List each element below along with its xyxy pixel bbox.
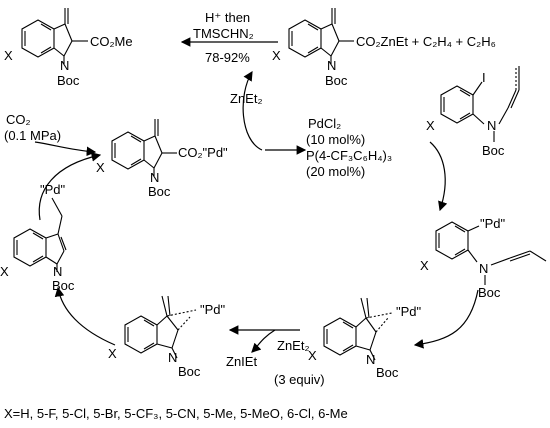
bottom-right-n: N bbox=[366, 352, 375, 367]
cycle-arrow-right bbox=[429, 141, 448, 212]
bottom-right-pd: "Pd" bbox=[396, 304, 422, 319]
bottom-left-boc: Boc bbox=[178, 364, 201, 379]
left-mid-n: N bbox=[53, 264, 62, 279]
sm-n: N bbox=[487, 118, 496, 133]
catalyst-line2: (10 mol%) bbox=[306, 132, 365, 147]
znet2-arrow bbox=[242, 70, 263, 151]
top-right-boc: Boc bbox=[325, 73, 348, 88]
right-mid-boc: Boc bbox=[478, 285, 501, 300]
top-left-n: N bbox=[60, 58, 69, 73]
center-x: X bbox=[96, 160, 105, 175]
bottom-arrow-reagent: ZnEt₂ bbox=[277, 338, 310, 353]
bottom-right-x: X bbox=[308, 348, 317, 363]
top-right-x: X bbox=[272, 48, 281, 63]
right-mid-n: N bbox=[479, 261, 488, 276]
co2-line2: (0.1 MPa) bbox=[4, 128, 61, 143]
cycle-arrow-bottom-right bbox=[413, 289, 479, 349]
znet2-label: ZnEt₂ bbox=[230, 91, 263, 106]
top-left-substituent: CO₂Me bbox=[90, 34, 133, 49]
bottom-left-x: X bbox=[108, 346, 117, 361]
left-mid-boc: Boc bbox=[52, 278, 75, 293]
bottom-left-pd: "Pd" bbox=[200, 302, 226, 317]
top-right-structure bbox=[288, 8, 354, 64]
bottom-arrow-byproduct: ZnIEt bbox=[226, 354, 257, 369]
top-right-n: N bbox=[327, 58, 336, 73]
cycle-arrow-bottom-left bbox=[54, 286, 116, 346]
top-left-x: X bbox=[4, 48, 13, 63]
bottom-arrow-equiv: (3 equiv) bbox=[274, 372, 325, 387]
cycle-arrow-left bbox=[38, 152, 102, 221]
starting-material-structure bbox=[440, 66, 520, 142]
footnote: X=H, 5-F, 5-Cl, 5-Br, 5-CF₃, 5-CN, 5-Me,… bbox=[4, 406, 348, 421]
sm-x: X bbox=[426, 118, 435, 133]
znilet-arrow bbox=[251, 329, 276, 353]
left-mid-pd: "Pd" bbox=[40, 182, 66, 197]
sm-iodo: I bbox=[482, 70, 486, 85]
right-mid-pd: "Pd" bbox=[480, 216, 506, 231]
top-right-substituent: CO₂ZnEt + C₂H₄ + C₂H₆ bbox=[356, 34, 496, 49]
co2-line1: CO₂ bbox=[6, 112, 31, 127]
catalyst-line3: P(4-CF₃C₆H₄)₃ bbox=[306, 148, 392, 163]
catalyst-line4: (20 mol%) bbox=[306, 164, 365, 179]
bottom-right-boc: Boc bbox=[376, 365, 399, 380]
sm-boc: Boc bbox=[482, 143, 505, 158]
bottom-left-n: N bbox=[168, 350, 177, 365]
top-arrow-line1: H⁺ then bbox=[205, 10, 250, 25]
catalyst-line1: PdCl₂ bbox=[308, 116, 341, 131]
right-mid-structure bbox=[435, 221, 547, 285]
right-mid-x: X bbox=[420, 258, 429, 273]
center-substituent: CO₂"Pd" bbox=[178, 145, 228, 160]
top-arrow-yield: 78-92% bbox=[205, 50, 250, 65]
top-left-structure bbox=[21, 8, 88, 64]
center-boc: Boc bbox=[148, 184, 171, 199]
bottom-left-structure bbox=[124, 295, 197, 359]
left-mid-x: X bbox=[0, 264, 9, 279]
top-arrow-line2: TMSCHN₂ bbox=[193, 26, 254, 41]
co2-arrow bbox=[34, 141, 97, 157]
center-structure bbox=[111, 119, 177, 176]
bottom-right-structure bbox=[323, 297, 393, 361]
top-left-boc: Boc bbox=[57, 73, 80, 88]
center-n: N bbox=[150, 170, 159, 185]
left-mid-structure bbox=[13, 197, 67, 272]
